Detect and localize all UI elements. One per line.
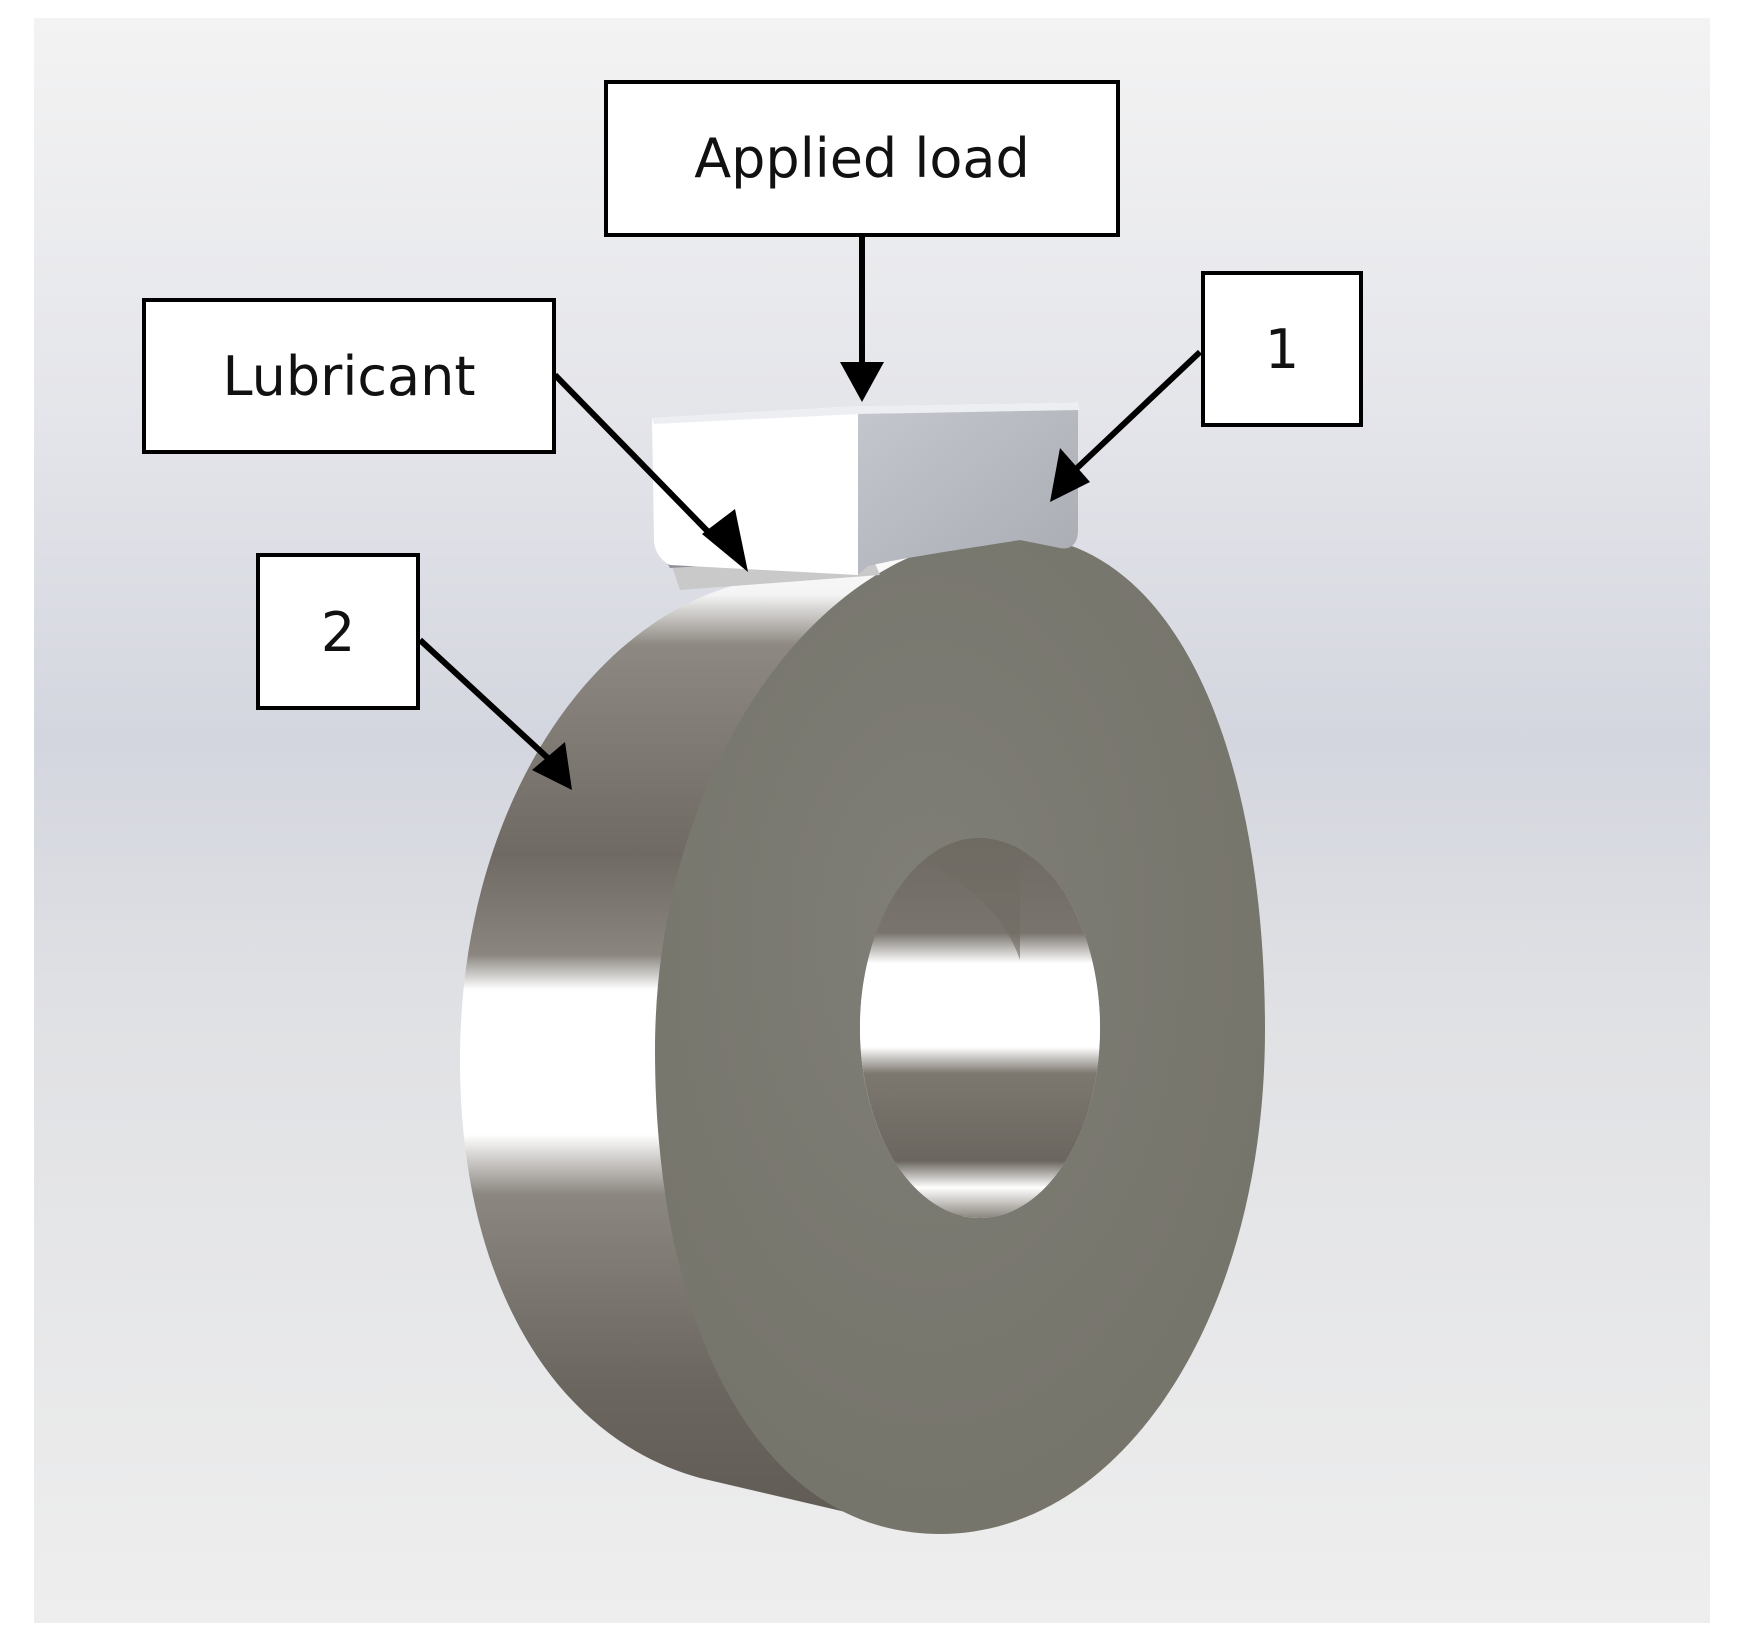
lubricant-arrowhead (702, 509, 748, 572)
part-1-callout: 1 (1201, 271, 1363, 427)
part-1-arrowhead (1050, 448, 1090, 502)
applied-load-arrowhead (840, 362, 884, 402)
part-1-arrow (1072, 349, 1203, 473)
part-1-label: 1 (1265, 318, 1299, 381)
part-2-arrowhead (532, 742, 572, 790)
applied-load-label: Applied load (694, 127, 1030, 190)
disc-bore (860, 838, 1100, 1218)
lubricant-callout: Lubricant (142, 298, 556, 454)
part-2-callout: 2 (256, 553, 420, 710)
lubricant-label: Lubricant (222, 345, 475, 408)
disc-face (655, 535, 1265, 1534)
part-2-arrow (417, 637, 553, 763)
block-part-1 (652, 402, 1080, 575)
part-2-label: 2 (321, 601, 355, 664)
applied-load-callout: Applied load (604, 80, 1120, 237)
lubricant-arrow (552, 372, 723, 547)
